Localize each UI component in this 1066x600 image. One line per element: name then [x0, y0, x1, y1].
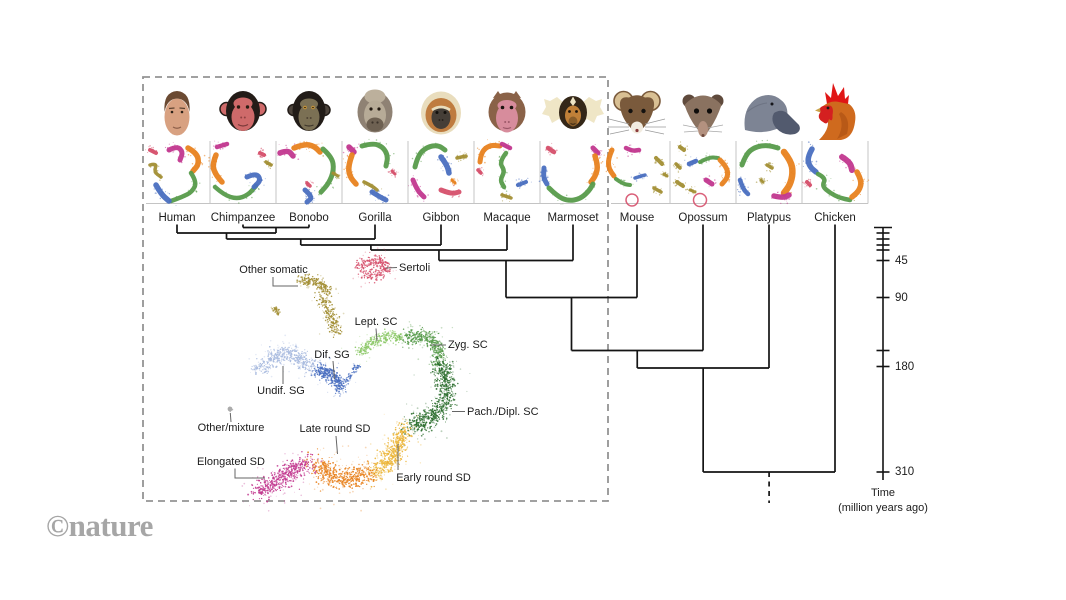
time-tick-label-3: 310: [895, 466, 915, 478]
umap-label-early-round-sd: Early round SD: [396, 471, 471, 484]
umap-label-other-somatic: Other somatic: [239, 264, 308, 276]
mini-umap-opossum: [672, 141, 731, 208]
head-gibbon-icon: [421, 91, 461, 135]
mini-umap-gorilla: [342, 138, 399, 204]
mini-umap-bonobo: [277, 141, 341, 205]
species-label-chicken: Chicken: [814, 211, 856, 224]
species-label-opossum: Opossum: [678, 211, 728, 224]
species-label-human: Human: [158, 211, 196, 224]
species-label-mouse: Mouse: [619, 211, 655, 224]
mini-umap-gibbon: [408, 142, 468, 202]
umap-cluster-undif-sg: [250, 361, 262, 373]
head-bonobo-icon: [287, 91, 331, 131]
time-axis-title: Time: [870, 486, 896, 499]
umap-cluster-dif-sg: [304, 355, 357, 398]
umap-cluster-elongated-sd: [241, 451, 324, 512]
species-label-macaque: Macaque: [483, 211, 531, 224]
umap-label-late-round-sd: Late round SD: [299, 423, 371, 435]
mini-umap-human: [145, 141, 206, 206]
nature-credit: ©nature: [46, 508, 153, 543]
mini-umap-macaque: [476, 139, 532, 203]
time-tick-label-0: 45: [895, 254, 908, 267]
umap-cluster-lept-sc: [340, 325, 407, 365]
head-marmoset-icon: [542, 96, 604, 129]
head-platypus-icon: [744, 94, 800, 135]
head-macaque-icon: [488, 91, 526, 133]
time-tick-label-1: 90: [895, 291, 908, 304]
umap-label-other-mixture: Other/mixture: [197, 422, 265, 434]
mini-umap-marmoset: [538, 142, 603, 205]
umap-cluster-other-somatic: [296, 273, 345, 338]
head-human-icon: [164, 91, 190, 136]
umap-cluster-other-somatic: [270, 306, 281, 316]
species-label-gorilla: Gorilla: [358, 211, 392, 224]
umap-label-dif-sg: Dif. SG: [314, 349, 350, 361]
umap-plot: [228, 247, 471, 512]
species-label-gibbon: Gibbon: [422, 211, 460, 224]
species-label-chimpanzee: Chimpanzee: [210, 211, 276, 224]
mini-umap-chicken: [802, 141, 870, 203]
time-axis-subtitle: (million years ago): [838, 501, 928, 514]
species-label-marmoset: Marmoset: [547, 211, 599, 224]
umap-label-lept-sc: Lept. SC: [354, 316, 398, 328]
head-chicken-icon: [815, 83, 856, 140]
species-label-bonobo: Bonobo: [289, 211, 329, 224]
umap-pointer-lines: [229, 267, 465, 479]
primate-dashed-box: [142, 76, 609, 502]
other-mixture-dot: [227, 406, 233, 412]
head-mouse-icon: [608, 90, 666, 135]
umap-cluster-sertoli: [352, 247, 397, 288]
umap-label-sertoli: Sertoli: [399, 261, 431, 274]
phylogenetic-tree: [176, 224, 836, 473]
mini-umap-platypus: [736, 139, 800, 205]
time-axis: [874, 226, 892, 480]
head-gorilla-icon: [357, 89, 393, 133]
mini-umap-grid: [146, 141, 869, 204]
umap-label-zyg-sc: Zyg. SC: [448, 339, 488, 351]
umap-cluster-undif-sg: [248, 334, 329, 392]
umap-label-elongated-sd: Elongated SD: [197, 456, 265, 468]
umap-cluster-zyg-sc: [399, 321, 455, 372]
head-chimpanzee-icon: [219, 91, 267, 131]
umap-cluster-pach-dipl-sc: [393, 343, 471, 447]
umap-label-pach-dipl-sc: Pach./Dipl. SC: [467, 405, 539, 418]
umap-cluster-late-round-sd: [298, 445, 389, 512]
mini-umap-mouse: [601, 144, 669, 207]
species-label-platypus: Platypus: [746, 211, 792, 224]
umap-cluster-dif-sg: [340, 363, 362, 390]
umap-label-undif-sg: Undif. SG: [257, 384, 305, 397]
time-tick-label-2: 180: [895, 360, 915, 373]
mini-umap-chimpanzee: [208, 140, 274, 204]
head-opossum-icon: [682, 94, 724, 137]
